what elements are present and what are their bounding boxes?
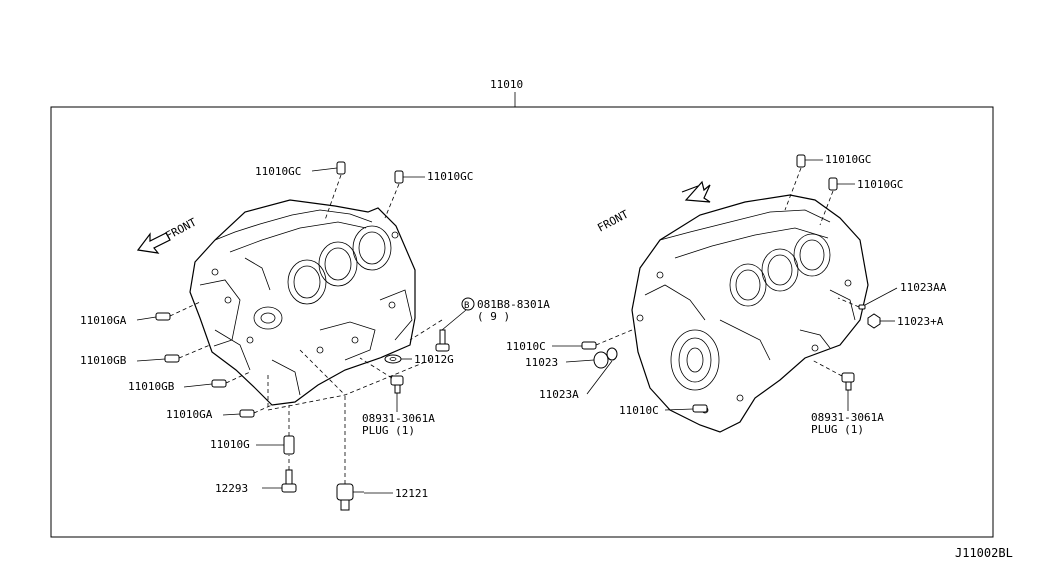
right-dowel-gc-1[interactable] — [796, 154, 806, 168]
right-front-arrow — [681, 180, 711, 203]
bolt-12293[interactable] — [281, 469, 297, 493]
left-dowel-gb-1[interactable] — [164, 354, 180, 363]
label-left-plug-pn[interactable]: 08931-3061A — [362, 412, 435, 425]
label-11023a[interactable]: 11023A — [539, 388, 579, 401]
label-11023[interactable]: 11023 — [525, 356, 558, 369]
left-dowel-gc-2[interactable] — [394, 170, 404, 184]
left-dowel-ga-2[interactable] — [239, 409, 255, 418]
diagram-frame — [50, 106, 994, 538]
right-dowel-c-2[interactable] — [692, 404, 708, 413]
label-left-11010gb-2[interactable]: 11010GB — [128, 380, 175, 393]
sensor-12121[interactable] — [336, 483, 364, 511]
label-left-11010ga-2[interactable]: 11010GA — [166, 408, 213, 421]
label-left-11010ga-1[interactable]: 11010GA — [80, 314, 127, 327]
left-front-arrow — [136, 232, 171, 254]
label-left-11010gb-1[interactable]: 11010GB — [80, 354, 127, 367]
diagram-code: J11002BL — [955, 546, 1013, 560]
label-left-11010gc-2[interactable]: 11010GC — [427, 170, 473, 183]
label-right-11010gc-2[interactable]: 11010GC — [857, 178, 903, 191]
label-left-11010gc-1[interactable]: 11010GC — [255, 165, 301, 178]
label-right-11010gc-1[interactable]: 11010GC — [825, 153, 871, 166]
bolt-marker-letter: B — [464, 301, 469, 311]
label-right-plug-name: PLUG (1) — [811, 423, 864, 436]
right-dowel-gc-2[interactable] — [828, 177, 838, 191]
label-081b8-8301a[interactable]: 081B8-8301A — [477, 298, 550, 311]
right-engine-block[interactable] — [631, 194, 869, 433]
right-front-label: FRONT — [595, 207, 631, 234]
label-11023aa[interactable]: 11023AA — [900, 281, 947, 294]
right-plug-08931[interactable] — [841, 372, 855, 391]
left-dowel-gc-1[interactable] — [336, 161, 346, 175]
left-dowel-gb-2[interactable] — [211, 379, 227, 388]
washer-11012g[interactable] — [384, 354, 402, 364]
bolt-081b8-8301a[interactable] — [435, 329, 450, 352]
left-front-label: FRONT — [163, 215, 199, 242]
bolt-marker-circle — [461, 297, 475, 311]
label-right-11010c-1[interactable]: 11010C — [506, 340, 546, 353]
left-dowel-g[interactable] — [283, 435, 295, 455]
label-left-11010g[interactable]: 11010G — [210, 438, 250, 451]
plug-11023[interactable] — [593, 347, 618, 369]
left-plug-08931[interactable] — [390, 375, 404, 394]
left-dowel-ga-1[interactable] — [155, 312, 171, 321]
label-11012g[interactable]: 11012G — [414, 353, 454, 366]
plug-11023aa[interactable] — [858, 304, 866, 310]
label-11023-plus-a[interactable]: 11023+A — [897, 315, 944, 328]
left-engine-block[interactable] — [189, 199, 416, 406]
label-right-11010c-2[interactable]: 11010C — [619, 404, 659, 417]
left-bottom-dash-guide — [267, 359, 431, 411]
label-left-plug-name: PLUG (1) — [362, 424, 415, 437]
label-12293[interactable]: 12293 — [215, 482, 248, 495]
assembly-part-number[interactable]: 11010 — [490, 78, 523, 91]
label-right-plug-pn[interactable]: 08931-3061A — [811, 411, 884, 424]
label-081b8-qty: ( 9 ) — [477, 310, 510, 323]
right-dowel-c-1[interactable] — [581, 341, 597, 350]
label-12121[interactable]: 12121 — [395, 487, 428, 500]
plug-11023-plus-a[interactable] — [867, 313, 881, 329]
